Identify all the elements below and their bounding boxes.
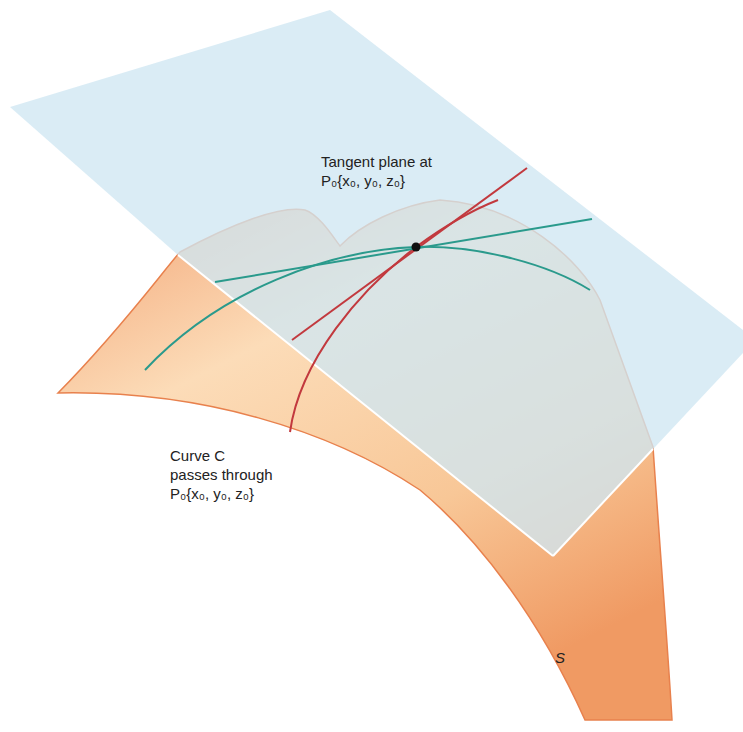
surface-label: S [555,649,565,666]
plane-edge [553,449,653,556]
tangent-plane [10,10,743,556]
line-spacer [234,446,302,465]
label-box: S [555,648,585,667]
curve-label: Curve C passes through P₀{x₀, y₀, z₀} [170,447,273,502]
surface-curve [145,247,590,370]
label-box: Curve C passes through P₀{x₀, y₀, z₀} [170,446,302,503]
plane-label: Tangent plane at P₀{x₀, y₀, z₀} [321,153,432,189]
point-p0 [412,243,421,252]
tangent-line [215,219,592,282]
curve-c [290,200,498,432]
label-box: Tangent plane at P₀{x₀, y₀, z₀} [321,152,471,190]
